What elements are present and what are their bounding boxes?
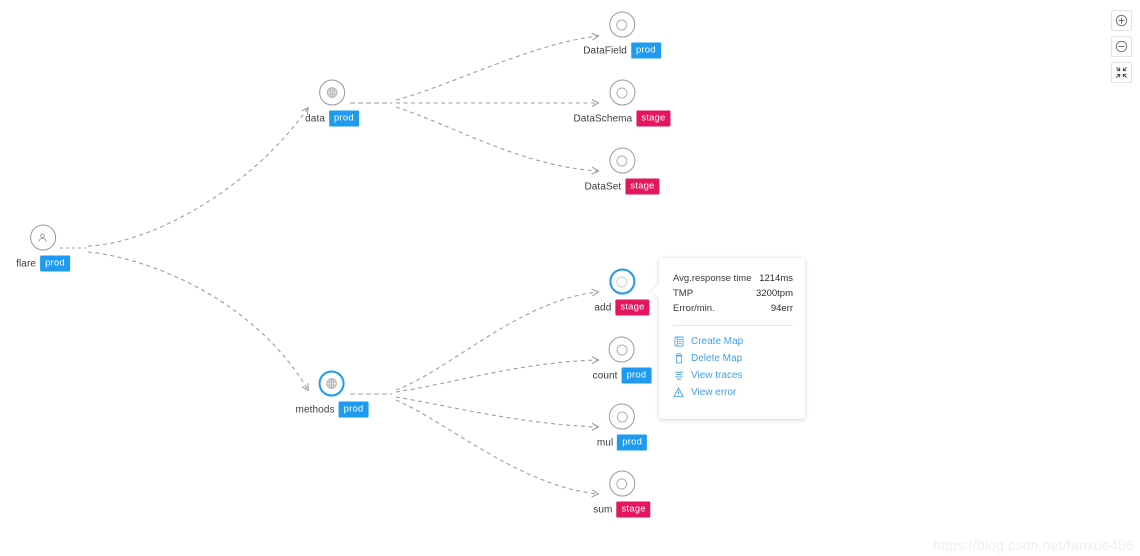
node-count-label: count prod: [593, 367, 652, 384]
node-methods[interactable]: methods prod: [296, 370, 369, 418]
edge-data-dataset: [395, 106, 600, 175]
circle-icon: [616, 478, 628, 489]
node-data-circle[interactable]: [318, 79, 345, 106]
edge-flare-methods: [87, 251, 309, 392]
edge-flare-data: [87, 106, 309, 247]
node-sum-label: sum stage: [593, 501, 651, 518]
fit-screen-button[interactable]: [1111, 62, 1132, 83]
circle-icon: [616, 87, 628, 98]
status-badge: prod: [630, 42, 661, 59]
node-data[interactable]: data prod: [305, 79, 359, 127]
metric-label: Avg.response time: [673, 273, 752, 284]
menu-item-label: Delete Map: [691, 353, 743, 364]
node-flare[interactable]: flare prod: [16, 224, 70, 272]
menu-item-create-map[interactable]: Create Map: [673, 333, 793, 350]
node-dataset-label: DataSet stage: [584, 178, 660, 195]
metric-value: 3200tpm: [756, 288, 793, 299]
node-dataschema-circle[interactable]: [609, 79, 635, 106]
traces-icon: [673, 370, 684, 381]
circle-icon: [616, 155, 628, 166]
menu-item-label: View traces: [691, 370, 743, 381]
zoom-out-icon: [1115, 40, 1128, 53]
node-dataset-circle[interactable]: [609, 147, 635, 174]
menu-item-delete-map[interactable]: Delete Map: [673, 350, 793, 367]
node-sum[interactable]: sum stage: [593, 470, 651, 518]
node-methods-circle[interactable]: [318, 370, 345, 397]
circle-icon: [616, 19, 628, 30]
metric-value: 94err: [770, 303, 793, 314]
node-detail-popup: Avg.response time 1214ms TMP 3200tpm Err…: [659, 258, 805, 419]
status-badge: stage: [636, 110, 671, 127]
zoom-in-icon: [1115, 14, 1128, 27]
circle-icon: [616, 276, 628, 287]
trash-icon: [673, 353, 684, 364]
node-dataschema-label: DataSchema stage: [573, 110, 671, 127]
edge-methods-count: [395, 356, 600, 393]
globe-icon: [325, 86, 339, 100]
node-mul[interactable]: mul prod: [597, 403, 648, 451]
metric-label: Error/min.: [673, 303, 715, 314]
status-badge: prod: [617, 434, 648, 451]
node-dataset[interactable]: DataSet stage: [584, 147, 660, 195]
circle-icon: [616, 411, 628, 422]
status-badge: stage: [616, 501, 651, 518]
node-dataschema[interactable]: DataSchema stage: [573, 79, 671, 127]
warning-icon: [673, 387, 684, 398]
zoom-out-button[interactable]: [1111, 36, 1132, 57]
globe-icon: [325, 377, 339, 391]
metric-row: Avg.response time 1214ms: [673, 271, 793, 286]
edge-methods-add: [395, 288, 600, 391]
list-icon: [673, 336, 684, 347]
circle-icon: [616, 344, 628, 355]
node-data-label: data prod: [305, 110, 359, 127]
status-badge: prod: [621, 367, 652, 384]
node-sum-circle[interactable]: [608, 470, 635, 497]
watermark: https://blog.csdn.net/fanxue456: [933, 537, 1134, 553]
edge-data-datafield: [395, 32, 600, 101]
edge-methods-mul: [395, 396, 600, 431]
menu-item-label: View error: [691, 387, 737, 398]
node-add-label: add stage: [594, 299, 650, 316]
menu-item-view-error[interactable]: View error: [673, 384, 793, 401]
node-methods-label: methods prod: [296, 401, 369, 418]
menu-item-view-traces[interactable]: View traces: [673, 367, 793, 384]
edge-methods-sum: [395, 399, 600, 498]
menu-item-label: Create Map: [691, 336, 744, 347]
node-count[interactable]: count prod: [593, 336, 652, 384]
metric-label: TMP: [673, 288, 694, 299]
status-badge: stage: [625, 178, 660, 195]
zoom-controls: [1111, 10, 1132, 83]
status-badge: prod: [329, 110, 359, 127]
node-datafield[interactable]: DataField prod: [583, 11, 661, 59]
fit-screen-icon: [1115, 66, 1128, 79]
node-datafield-label: DataField prod: [583, 42, 661, 59]
status-badge: prod: [40, 255, 70, 272]
node-mul-circle[interactable]: [609, 403, 635, 430]
node-add-circle[interactable]: [609, 268, 635, 295]
node-flare-label: flare prod: [16, 255, 70, 272]
popup-divider: [673, 325, 793, 326]
metric-row: TMP 3200tpm: [673, 286, 793, 301]
metric-value: 1214ms: [759, 273, 793, 284]
zoom-in-button[interactable]: [1111, 10, 1132, 31]
status-badge: stage: [615, 299, 650, 316]
node-flare-circle[interactable]: [30, 224, 56, 251]
node-count-circle[interactable]: [608, 336, 635, 363]
metric-row: Error/min. 94err: [673, 301, 793, 316]
node-datafield-circle[interactable]: [609, 11, 635, 38]
node-add[interactable]: add stage: [594, 268, 650, 316]
user-icon: [37, 231, 50, 244]
node-mul-label: mul prod: [597, 434, 648, 451]
status-badge: prod: [338, 401, 369, 418]
